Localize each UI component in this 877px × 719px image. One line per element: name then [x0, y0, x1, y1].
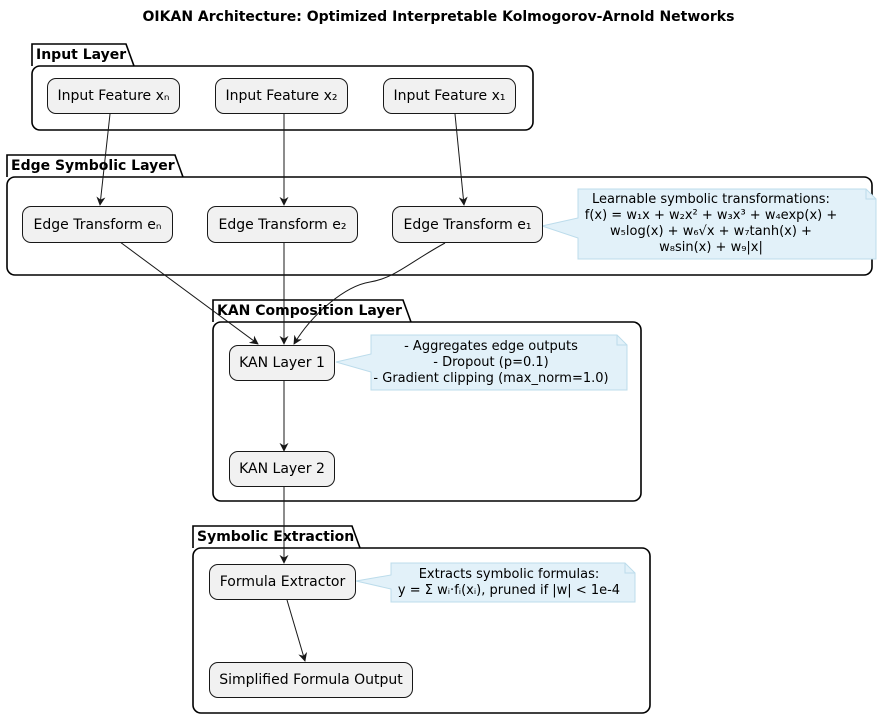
- arrow-extractor-to-output: [286, 599, 308, 662]
- diagram-title: OIKAN Architecture: Optimized Interpreta…: [142, 9, 735, 25]
- node-input-feature-xn[interactable]: Input Feature xₙ: [47, 78, 180, 114]
- note-kan-composition: - Aggregates edge outputs - Dropout (p=0…: [373, 338, 609, 386]
- package-label-extract: Symbolic Extraction: [197, 529, 355, 545]
- node-kan-layer-1[interactable]: KAN Layer 1: [229, 345, 335, 381]
- note-extract-shape: [355, 562, 636, 603]
- arrow-e1-to-kan1: [293, 242, 446, 345]
- node-input-feature-x1[interactable]: Input Feature x₁: [383, 78, 516, 114]
- note-edge-shape: [540, 188, 877, 260]
- node-edge-transform-e1[interactable]: Edge Transform e₁: [392, 206, 543, 243]
- arrow-xn-to-en: [96, 113, 111, 206]
- note-symbolic-extraction: Extracts symbolic formulas: y = Σ wᵢ·fᵢ(…: [397, 566, 621, 598]
- package-label-edge: Edge Symbolic Layer: [11, 158, 175, 174]
- node-edge-transform-en[interactable]: Edge Transform eₙ: [22, 206, 173, 243]
- node-input-feature-x2[interactable]: Input Feature x₂: [215, 78, 348, 114]
- arrow-x1-to-e1: [454, 113, 468, 206]
- package-label-kan: KAN Composition Layer: [217, 303, 402, 319]
- node-edge-transform-e2[interactable]: Edge Transform e₂: [207, 206, 358, 243]
- note-edge-transformations: Learnable symbolic transformations: f(x)…: [584, 192, 838, 255]
- package-input-layer: [31, 43, 534, 131]
- package-symbolic-extraction: [192, 525, 651, 714]
- note-kan-shape: [335, 334, 628, 391]
- arrow-en-to-kan1: [119, 241, 259, 345]
- package-label-input: Input Layer: [36, 47, 127, 63]
- node-formula-extractor[interactable]: Formula Extractor: [209, 564, 356, 600]
- node-kan-layer-2[interactable]: KAN Layer 2: [229, 451, 335, 487]
- node-simplified-formula-output[interactable]: Simplified Formula Output: [209, 662, 413, 698]
